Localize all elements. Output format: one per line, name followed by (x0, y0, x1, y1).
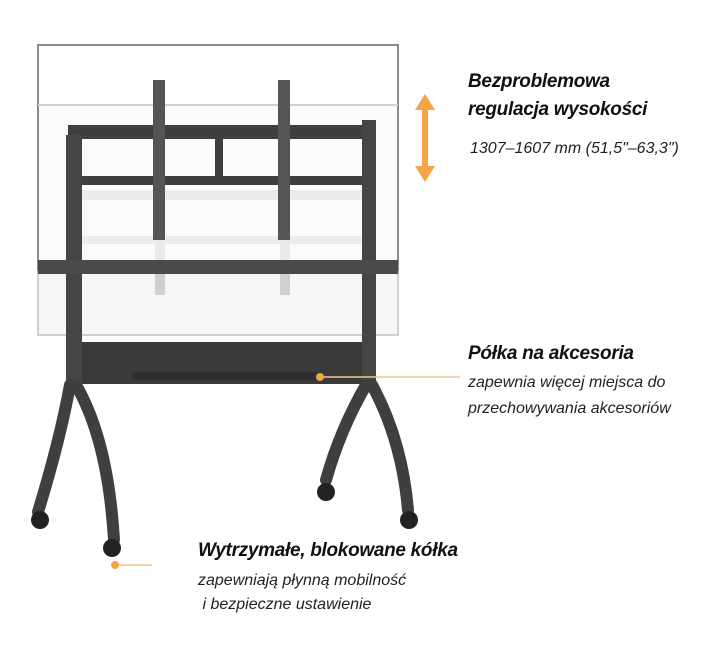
caster-feature-title: Wytrzymałe, blokowane kółka (198, 540, 458, 561)
bracket-rail-left (153, 80, 165, 240)
shelf-feature-title: Półka na akcesoria (468, 343, 634, 364)
bracket-rail-right (278, 80, 290, 240)
left-leg-front (32, 379, 76, 518)
height-adjust-arrow-icon (415, 94, 435, 182)
caster-wheels (31, 483, 418, 557)
tv-bottom-bar (38, 260, 398, 274)
right-leg-rear (366, 379, 414, 516)
right-post (362, 120, 376, 385)
height-feature-title-1: Bezproblemowa (468, 71, 610, 92)
height-feature-desc: 1307–1607 mm (51,5"–63,3") (470, 140, 679, 157)
caster-feature-desc-2: i bezpieczne ustawienie (198, 596, 372, 613)
shelf-feature-desc-1: zapewnia więcej miejsca do (468, 374, 666, 391)
right-leg-front (320, 379, 372, 486)
caster-feature-desc-1: zapewniają płynną mobilność (198, 572, 407, 589)
height-feature-title-2: regulacja wysokości (468, 99, 648, 120)
left-leg-rear (70, 379, 120, 546)
shelf-feature-desc-2: przechowywania akcesoriów (468, 400, 671, 417)
